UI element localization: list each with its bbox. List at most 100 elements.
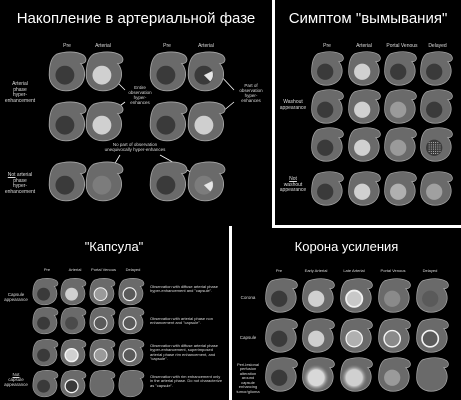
- liver-icon: [337, 317, 375, 355]
- panel-title-capsule: "Капсула": [84, 239, 144, 254]
- liver-icon: [308, 50, 346, 88]
- col-header-arterial: Arterial: [68, 267, 82, 272]
- col-header-delayed: Delayed: [422, 268, 438, 273]
- liver-icon: [82, 50, 126, 94]
- liver-icon: [308, 170, 346, 208]
- capsule-note-1: Observation with diffuse arterial phase …: [150, 284, 218, 294]
- row-label-washout: Washout appearance: [279, 99, 307, 111]
- row-label-not-capsule: Not capsule appearance: [4, 372, 28, 388]
- panel-washout: Симптом "вымывания" Pre Arterial Portal …: [275, 0, 461, 225]
- liver-icon: [299, 277, 337, 315]
- panel-title-arterial: Накопление в артериальной фазе: [16, 10, 256, 27]
- row-label-aphe: Arterial phase hyper- enhancement: [4, 81, 36, 104]
- liver-icon: [417, 50, 455, 88]
- liver-icon: [308, 88, 346, 126]
- liver-icon: [413, 317, 451, 355]
- panel-title-washout: Симптом "вымывания": [288, 10, 448, 27]
- panel-arterial-enhancement: Накопление в артериальной фазе Pre Arter…: [0, 0, 272, 225]
- liver-icon: [375, 356, 413, 394]
- liver-icon: [381, 50, 419, 88]
- liver-icon: [262, 277, 300, 315]
- liver-icon: [87, 306, 117, 336]
- liver-icon: [345, 170, 383, 208]
- liver-icon: [299, 356, 337, 394]
- liver-icon: [413, 277, 451, 315]
- liver-icon: [30, 277, 60, 307]
- liver-icon: [116, 369, 146, 399]
- row-label-capsule: Capsule: [239, 335, 257, 340]
- liver-icon: [146, 160, 190, 204]
- liver-icon: [184, 160, 228, 204]
- liver-icon: [58, 306, 88, 336]
- col-header-pre-2: Pre: [163, 43, 171, 49]
- liver-icon: [337, 277, 375, 315]
- row-label-not-aphe: Not arterial phase hyper- enhancement: [4, 172, 36, 195]
- col-header-pre: Pre: [275, 268, 283, 273]
- col-header-late-arterial: Late Arterial: [343, 268, 365, 273]
- liver-icon: [381, 170, 419, 208]
- liver-icon: [184, 50, 228, 94]
- liver-icon: [82, 160, 126, 204]
- col-header-portal-venous: Portal Venous: [380, 268, 406, 273]
- panel-title-corona: Корона усиления: [294, 239, 399, 254]
- liver-icon: [417, 126, 455, 164]
- liver-icon: [87, 338, 117, 368]
- liver-icon: [116, 277, 146, 307]
- liver-icon: [381, 88, 419, 126]
- liver-icon: [30, 306, 60, 336]
- capsule-note-2: Observation with arterial phase non enha…: [150, 316, 213, 326]
- liver-icon: [58, 338, 88, 368]
- annotation-arrows-arterial: [107, 74, 235, 181]
- liver-icon: [262, 317, 300, 355]
- liver-icon: [262, 356, 300, 394]
- liver-icon: [375, 317, 413, 355]
- liver-icon: [184, 100, 228, 144]
- liver-icon: [58, 369, 88, 399]
- col-header-arterial-1: Arterial: [95, 43, 111, 49]
- capsule-note-3: Observation with diffuse arterial phase …: [150, 343, 218, 362]
- col-header-pre: Pre: [323, 43, 331, 49]
- col-header-arterial-2: Arterial: [198, 43, 214, 49]
- liver-icon: [87, 369, 117, 399]
- liver-icon: [417, 170, 455, 208]
- col-header-pre-1: Pre: [63, 43, 71, 49]
- col-header-portal-venous: Portal Venous: [386, 43, 418, 49]
- col-header-portal-venous: Portal Venous: [91, 267, 116, 272]
- not-label: Not: [12, 372, 20, 377]
- liver-icon: [381, 126, 419, 164]
- liver-icon: [30, 369, 60, 399]
- row-label-perilesional: Peri-lesional perfusion alteration aroun…: [236, 362, 260, 394]
- liver-icon: [345, 126, 383, 164]
- row-label-capsule: Capsule appearance: [4, 292, 28, 303]
- panel-capsule: "Капсула" Pre Arterial Portal Venous Del…: [0, 229, 228, 400]
- liver-icon: [337, 356, 375, 394]
- liver-icon: [82, 100, 126, 144]
- liver-icon: [146, 50, 190, 94]
- liver-icon: [45, 160, 89, 204]
- divider-vertical-top: [272, 0, 275, 226]
- liver-icon: [116, 306, 146, 336]
- annotation-none: No part of observation unequivocally hyp…: [104, 142, 166, 153]
- liver-icon: [299, 317, 337, 355]
- panel-corona: Корона усиления Pre Early Arterial Late …: [232, 229, 461, 400]
- col-header-early-arterial: Early Arterial: [304, 268, 328, 273]
- liver-icon: [345, 88, 383, 126]
- liver-icon: [146, 100, 190, 144]
- not-label: Not: [289, 176, 297, 182]
- row-label-corona: Corona: [240, 295, 256, 300]
- liver-icon: [413, 356, 451, 394]
- liver-icon: [30, 338, 60, 368]
- liver-icon: [58, 277, 88, 307]
- liver-icon: [45, 50, 89, 94]
- liver-icon: [116, 338, 146, 368]
- divider-vertical-bottom: [229, 226, 232, 400]
- liver-icon: [417, 88, 455, 126]
- col-header-arterial: Arterial: [356, 43, 372, 49]
- liver-icon: [345, 50, 383, 88]
- liver-icon: [87, 277, 117, 307]
- liver-icon: [375, 277, 413, 315]
- capsule-note-4: Observation with rim enhancement only in…: [150, 374, 223, 388]
- divider-horizontal-right: [272, 225, 461, 228]
- liver-icon: [45, 100, 89, 144]
- liver-icon: [308, 126, 346, 164]
